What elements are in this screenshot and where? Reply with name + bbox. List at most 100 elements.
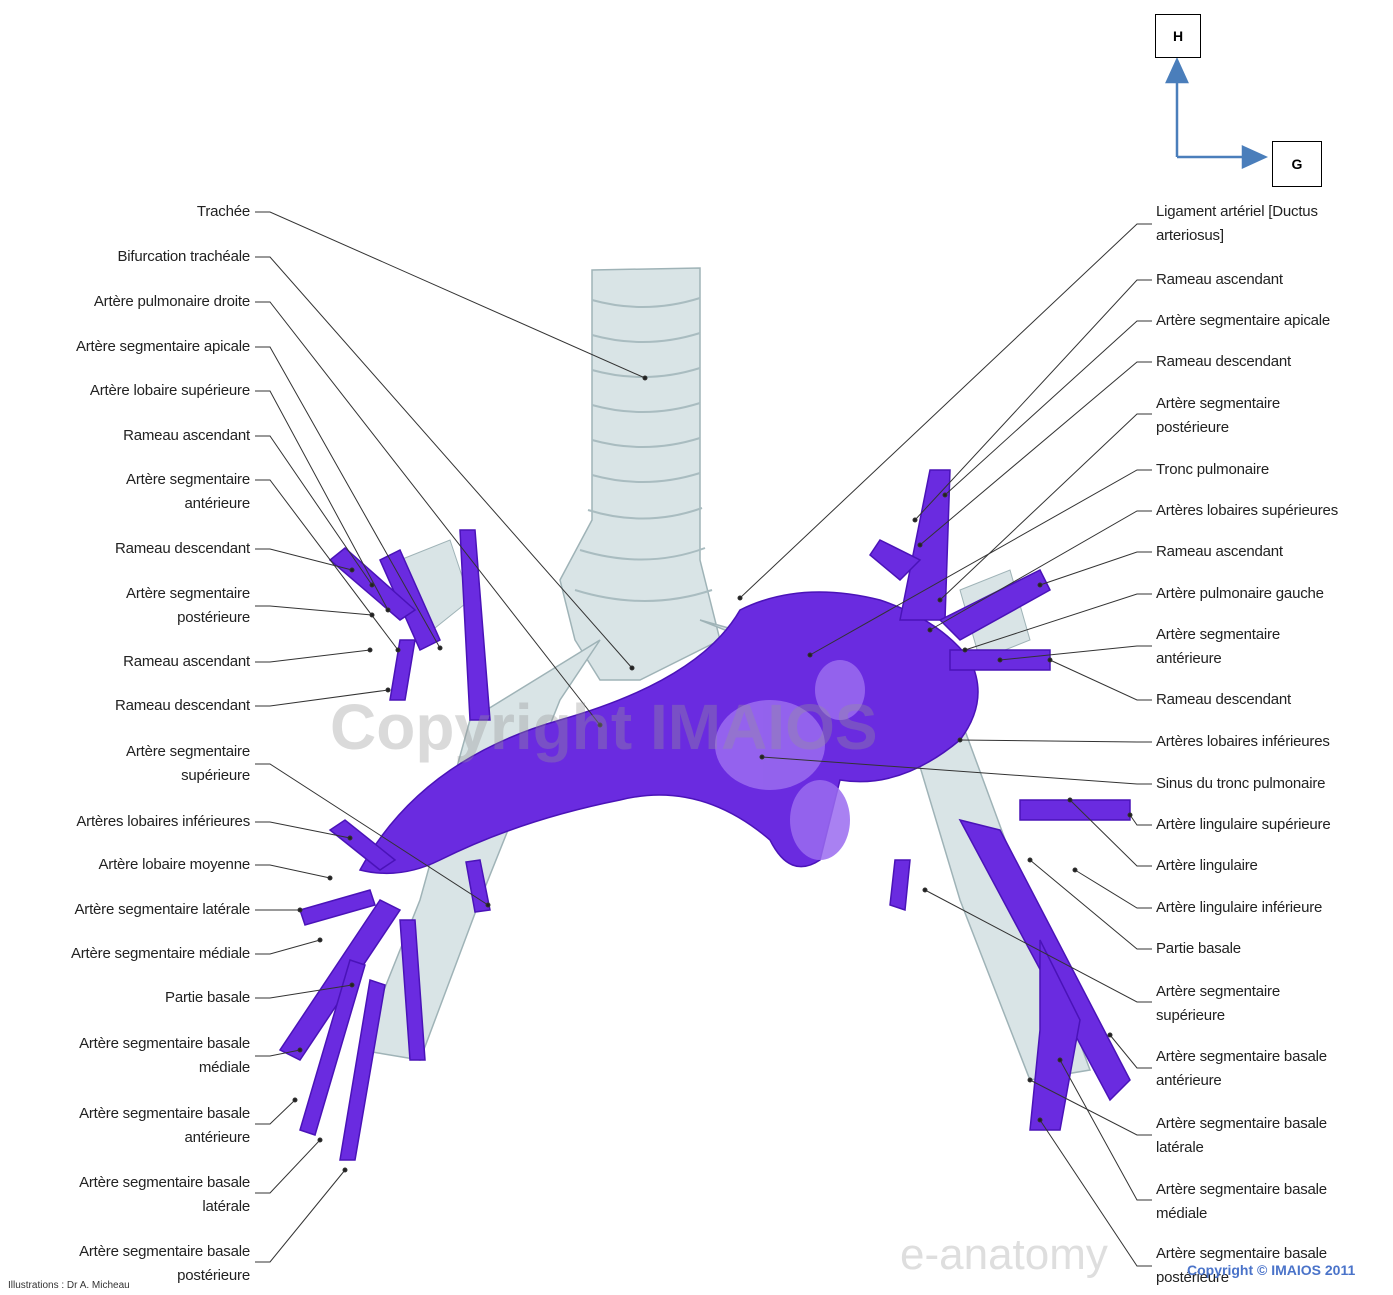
label-left-5: Rameau ascendant — [20, 424, 250, 448]
orientation-arrows — [1167, 60, 1265, 167]
label-right-1: Rameau ascendant — [1156, 268, 1386, 292]
label-right-6: Artères lobaires supérieures — [1156, 499, 1386, 523]
leader-left-15 — [255, 940, 320, 954]
leader-right-11-dot — [958, 738, 962, 742]
label-right-20: Artère segmentaire basale médiale — [1156, 1178, 1386, 1226]
leader-right-7-dot — [1038, 583, 1042, 587]
leader-left-4-dot — [386, 608, 390, 612]
label-left-15: Artère segmentaire médiale — [20, 942, 250, 966]
label-right-18: Artère segmentaire basale antérieure — [1156, 1045, 1386, 1093]
leader-left-17-dot — [298, 1048, 302, 1052]
leader-right-19-dot — [1028, 1078, 1032, 1082]
leader-right-20-dot — [1058, 1058, 1062, 1062]
leader-right-11 — [960, 740, 1152, 742]
leader-left-6-dot — [396, 648, 400, 652]
label-right-2: Artère segmentaire apicale — [1156, 309, 1386, 333]
leader-right-21-dot — [1038, 1118, 1042, 1122]
leader-left-6 — [255, 480, 398, 650]
label-left-19: Artère segmentaire basale latérale — [20, 1171, 250, 1219]
leader-left-20 — [255, 1170, 345, 1262]
label-left-9: Rameau ascendant — [20, 650, 250, 674]
leader-right-18-dot — [1108, 1033, 1112, 1037]
leader-right-4-dot — [938, 598, 942, 602]
brand-watermark: e-anatomy — [900, 1230, 1108, 1280]
leader-left-15-dot — [318, 938, 322, 942]
leader-left-8-dot — [370, 613, 374, 617]
leader-right-6-dot — [928, 628, 932, 632]
leader-left-8 — [255, 606, 372, 615]
leader-left-3-dot — [438, 646, 442, 650]
label-left-13: Artère lobaire moyenne — [20, 853, 250, 877]
leader-left-9 — [255, 650, 370, 662]
leader-left-14-dot — [298, 908, 302, 912]
label-right-9: Artère segmentaire antérieure — [1156, 623, 1386, 671]
leader-right-2 — [945, 321, 1152, 495]
leader-right-15 — [1075, 870, 1152, 908]
leader-right-14-dot — [1068, 798, 1072, 802]
label-left-2: Artère pulmonaire droite — [20, 290, 250, 314]
leader-right-2-dot — [943, 493, 947, 497]
watermark-text: Copyright IMAIOS — [330, 690, 878, 764]
leader-right-10-dot — [1048, 658, 1052, 662]
leader-left-13 — [255, 865, 330, 878]
leader-left-0 — [255, 212, 645, 378]
leader-left-16-dot — [350, 983, 354, 987]
label-left-8: Artère segmentaire postérieure — [20, 582, 250, 630]
label-left-7: Rameau descendant — [20, 537, 250, 561]
label-right-5: Tronc pulmonaire — [1156, 458, 1386, 482]
leader-left-18 — [255, 1100, 295, 1124]
label-right-7: Rameau ascendant — [1156, 540, 1386, 564]
leader-left-2 — [255, 302, 600, 725]
leader-left-0-dot — [643, 376, 647, 380]
label-left-3: Artère segmentaire apicale — [20, 335, 250, 359]
label-left-1: Bifurcation trachéale — [20, 245, 250, 269]
leader-right-15-dot — [1073, 868, 1077, 872]
label-left-12: Artères lobaires inférieures — [20, 810, 250, 834]
label-right-3: Rameau descendant — [1156, 350, 1386, 374]
label-right-11: Artères lobaires inférieures — [1156, 730, 1386, 754]
label-right-14: Artère lingulaire — [1156, 854, 1386, 878]
leader-left-11-dot — [486, 903, 490, 907]
label-right-13: Artère lingulaire supérieure — [1156, 813, 1386, 837]
label-left-11: Artère segmentaire supérieure — [20, 740, 250, 788]
label-right-12: Sinus du tronc pulmonaire — [1156, 772, 1386, 796]
leader-left-9-dot — [368, 648, 372, 652]
label-left-18: Artère segmentaire basale antérieure — [20, 1102, 250, 1150]
label-left-6: Artère segmentaire antérieure — [20, 468, 250, 516]
label-right-8: Artère pulmonaire gauche — [1156, 582, 1386, 606]
leader-right-0-dot — [738, 596, 742, 600]
label-right-19: Artère segmentaire basale latérale — [1156, 1112, 1386, 1160]
leader-left-19 — [255, 1140, 320, 1193]
leader-left-13-dot — [328, 876, 332, 880]
leader-left-5-dot — [370, 583, 374, 587]
leader-right-4 — [940, 414, 1152, 600]
label-left-10: Rameau descendant — [20, 694, 250, 718]
label-left-14: Artère segmentaire latérale — [20, 898, 250, 922]
leader-left-12-dot — [348, 836, 352, 840]
label-right-10: Rameau descendant — [1156, 688, 1386, 712]
leader-right-5-dot — [808, 653, 812, 657]
leader-right-9-dot — [998, 658, 1002, 662]
leader-left-7-dot — [350, 568, 354, 572]
leader-left-1-dot — [630, 666, 634, 670]
label-right-17: Artère segmentaire supérieure — [1156, 980, 1386, 1028]
leader-right-3-dot — [918, 543, 922, 547]
label-right-15: Artère lingulaire inférieure — [1156, 896, 1386, 920]
label-right-16: Partie basale — [1156, 937, 1386, 961]
label-right-4: Artère segmentaire postérieure — [1156, 392, 1386, 440]
leader-right-13-dot — [1128, 813, 1132, 817]
leader-left-19-dot — [318, 1138, 322, 1142]
label-left-17: Artère segmentaire basale médiale — [20, 1032, 250, 1080]
leader-right-10 — [1050, 660, 1152, 700]
orientation-up-box: H — [1155, 14, 1201, 58]
leader-right-17-dot — [923, 888, 927, 892]
leader-right-13 — [1130, 815, 1152, 825]
label-right-0: Ligament artériel [Ductus arteriosus] — [1156, 200, 1386, 248]
label-left-16: Partie basale — [20, 986, 250, 1010]
illustration-credit: Illustrations : Dr A. Micheau — [8, 1280, 130, 1291]
leader-left-20-dot — [343, 1168, 347, 1172]
orientation-right-box: G — [1272, 141, 1322, 187]
leader-right-8-dot — [963, 648, 967, 652]
leader-right-1-dot — [913, 518, 917, 522]
